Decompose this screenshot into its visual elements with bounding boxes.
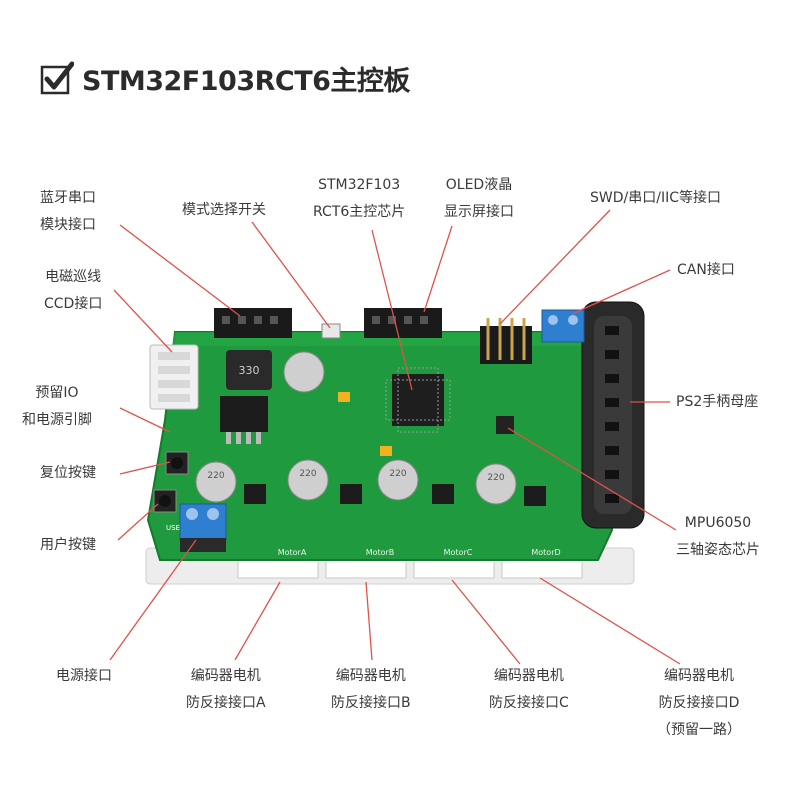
page-title: STM32F103RCT6主控板: [40, 58, 410, 98]
label-motor-b: 编码器电机 防反接接口B: [331, 668, 411, 711]
label-oled: OLED液晶 显示屏接口: [444, 177, 514, 220]
mode-switch: [321, 323, 341, 339]
inductor: [226, 350, 272, 390]
cap-label: 220: [389, 469, 406, 479]
leader-lines: [109, 209, 681, 665]
cap-label: 220: [487, 473, 504, 483]
inductor-label: 330: [239, 364, 260, 377]
cap-label: 220: [299, 469, 316, 479]
ccd-connector: [149, 344, 199, 410]
label-mpu: MPU6050 三轴姿态芯片: [676, 515, 760, 558]
silk-motor-b: MotorB: [366, 548, 395, 557]
label-motor-c: 编码器电机 防反接接口C: [489, 668, 569, 711]
checkbox-check-icon: [40, 61, 74, 95]
mpu-chip: [496, 416, 514, 434]
title-text: STM32F103RCT6主控板: [82, 65, 410, 97]
user-silk: USER: [166, 524, 185, 532]
silk-motor-a: MotorA: [278, 548, 307, 557]
label-reset: 复位按键: [40, 465, 96, 481]
cap-label: 220: [207, 471, 224, 481]
label-ps2: PS2手柄母座: [676, 394, 759, 410]
power-terminal: [179, 503, 227, 541]
regulator: [220, 396, 268, 432]
mcu-chip: [392, 374, 444, 426]
can-terminal: [541, 309, 585, 343]
label-power: 电源接口: [56, 668, 112, 684]
label-ccd: 电磁巡线 CCD接口: [44, 269, 103, 312]
label-bluetooth: 蓝牙串口 模块接口: [40, 190, 96, 233]
label-user-key: 用户按键: [40, 537, 96, 553]
label-motor-a: 编码器电机 防反接接口A: [186, 668, 266, 711]
label-reserved-io: 预留IO 和电源引脚: [22, 385, 92, 428]
label-swd: SWD/串口/IIC等接口: [590, 190, 721, 206]
label-mode-switch: 模式选择开关: [182, 202, 266, 218]
label-motor-d: 编码器电机 防反接接口D （预留一路）: [657, 668, 741, 738]
label-can: CAN接口: [677, 262, 735, 278]
capacitors: [195, 351, 517, 505]
silk-motor-d: MotorD: [531, 548, 560, 557]
silk-motor-c: MotorC: [444, 548, 473, 557]
label-mcu: STM32F103 RCT6主控芯片: [313, 177, 406, 220]
